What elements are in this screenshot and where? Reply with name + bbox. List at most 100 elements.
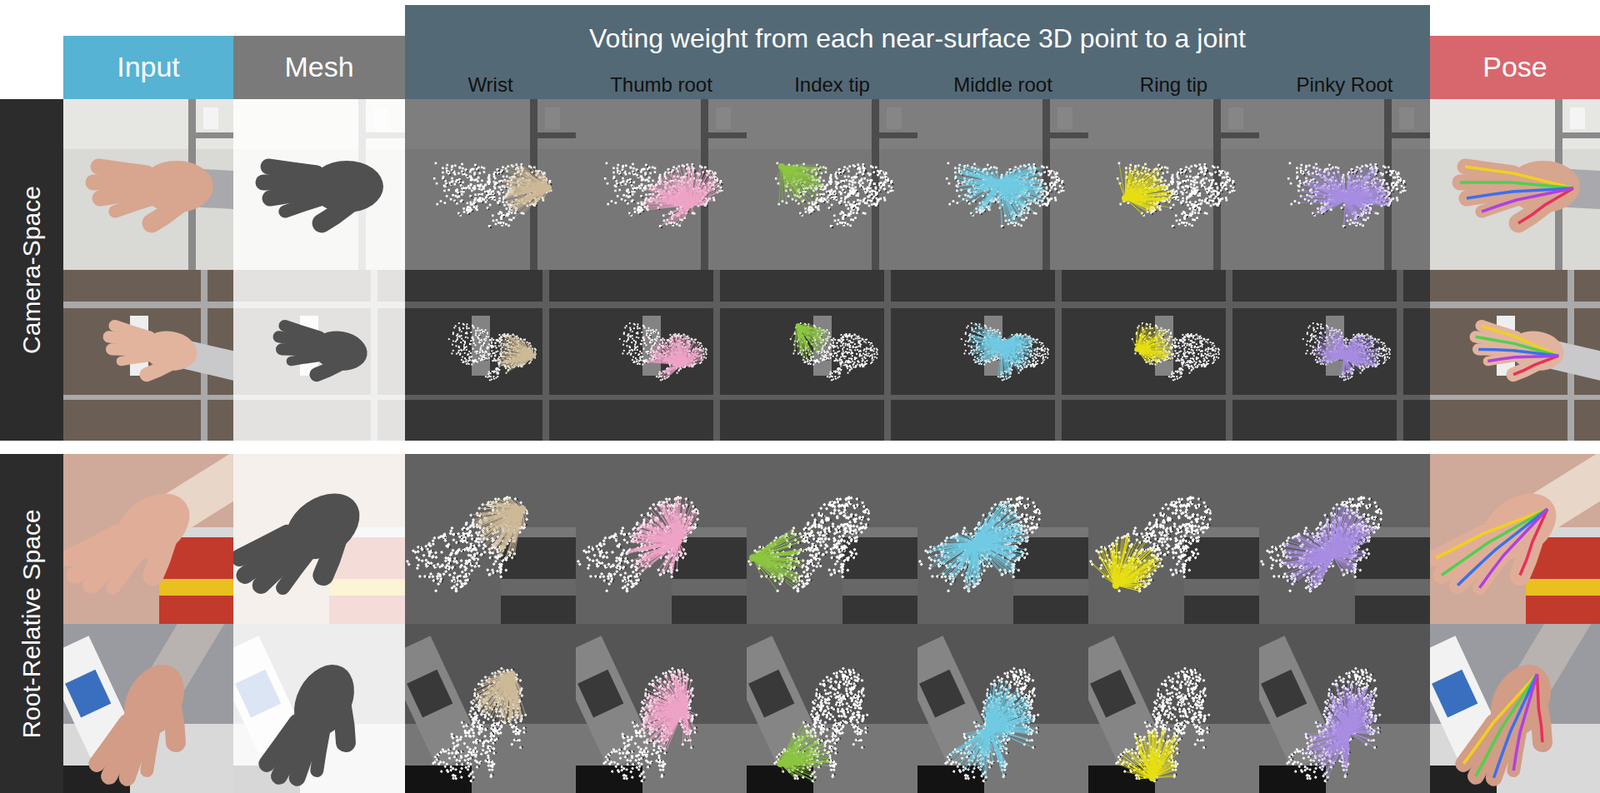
vote-ray	[671, 205, 691, 224]
surface-point	[621, 165, 625, 168]
surface-point	[487, 195, 490, 198]
surface-point	[484, 184, 487, 187]
surface-point	[472, 201, 475, 205]
scene-object	[886, 107, 902, 130]
surface-point	[861, 181, 865, 185]
vote-ray	[521, 168, 549, 189]
surface-point	[632, 167, 635, 170]
surface-point	[486, 180, 490, 184]
surface-point	[495, 182, 498, 185]
surface-point	[889, 190, 892, 193]
surface-point	[462, 171, 465, 174]
surface-point	[498, 204, 500, 206]
surface-point	[838, 201, 841, 205]
hand-mesh	[263, 160, 384, 224]
surface-point	[654, 170, 657, 174]
surface-point	[447, 189, 450, 192]
surface-point	[835, 185, 838, 189]
finger	[151, 205, 179, 224]
surface-point	[498, 170, 500, 172]
surface-point	[490, 226, 492, 229]
scene-object	[871, 99, 880, 270]
surface-point	[630, 166, 633, 170]
surface-point	[491, 192, 494, 195]
surface-point	[870, 193, 874, 196]
surface-point	[840, 180, 843, 184]
surface-point	[651, 166, 655, 170]
surface-point	[497, 221, 500, 225]
surface-point	[450, 177, 454, 180]
surface-point	[850, 193, 853, 196]
surface-point	[840, 186, 843, 190]
surface-point	[645, 175, 648, 177]
surface-point	[834, 173, 837, 176]
surface-point	[692, 165, 695, 167]
surface-point	[884, 199, 887, 202]
surface-point	[840, 197, 843, 200]
surface-point	[477, 176, 480, 180]
surface-point	[628, 195, 631, 198]
surface-point	[468, 213, 470, 215]
surface-point	[632, 181, 635, 185]
surface-point	[870, 165, 873, 168]
vote-ray	[521, 174, 549, 189]
surface-point	[457, 195, 460, 198]
surface-point	[625, 173, 628, 176]
surface-point	[869, 195, 872, 199]
scene-object	[545, 107, 560, 130]
surface-point	[475, 204, 477, 206]
surface-point	[851, 187, 855, 190]
vote-ray	[666, 205, 691, 225]
surface-point	[622, 194, 625, 197]
vote-ray	[690, 182, 720, 205]
surface-point	[640, 184, 644, 187]
surface-point	[500, 211, 503, 215]
surface-point	[640, 201, 643, 205]
surface-point	[830, 179, 833, 182]
surface-point	[470, 203, 473, 206]
surface-point	[475, 165, 478, 168]
surface-point	[495, 181, 499, 185]
surface-point	[616, 195, 620, 198]
surface-point	[501, 223, 504, 225]
surface-point	[501, 165, 505, 169]
surface-point	[441, 166, 445, 170]
surface-point	[876, 199, 880, 202]
surface-point	[459, 214, 462, 217]
surface-point	[510, 219, 513, 222]
surface-point	[641, 190, 645, 193]
surface-point	[859, 200, 862, 203]
surface-point	[644, 179, 647, 182]
surface-point	[463, 210, 466, 214]
surface-point	[480, 180, 484, 183]
surface-point	[625, 195, 629, 198]
surface-point	[843, 165, 846, 169]
vote-ray	[650, 185, 691, 205]
surface-point	[606, 203, 610, 206]
surface-point	[637, 187, 640, 190]
scene-object	[405, 99, 576, 150]
surface-point	[450, 180, 454, 184]
surface-point	[498, 186, 501, 190]
finger	[268, 166, 317, 174]
surface-point	[459, 214, 461, 216]
surface-point	[684, 166, 686, 169]
surface-point	[646, 178, 650, 181]
vote-ray	[506, 188, 549, 210]
surface-point	[451, 180, 455, 183]
surface-point	[500, 215, 504, 218]
surface-point	[829, 182, 832, 185]
surface-point	[630, 200, 634, 203]
surface-point	[695, 170, 697, 173]
surface-point	[453, 183, 456, 186]
surface-point	[483, 170, 486, 174]
vote-ray	[649, 185, 691, 205]
surface-point	[446, 170, 450, 174]
finger	[285, 200, 320, 212]
surface-point	[720, 182, 723, 185]
surface-point	[469, 170, 472, 174]
scene-object	[233, 99, 405, 270]
scene-object	[575, 99, 747, 270]
surface-point	[851, 184, 855, 187]
scene-object	[700, 132, 747, 139]
